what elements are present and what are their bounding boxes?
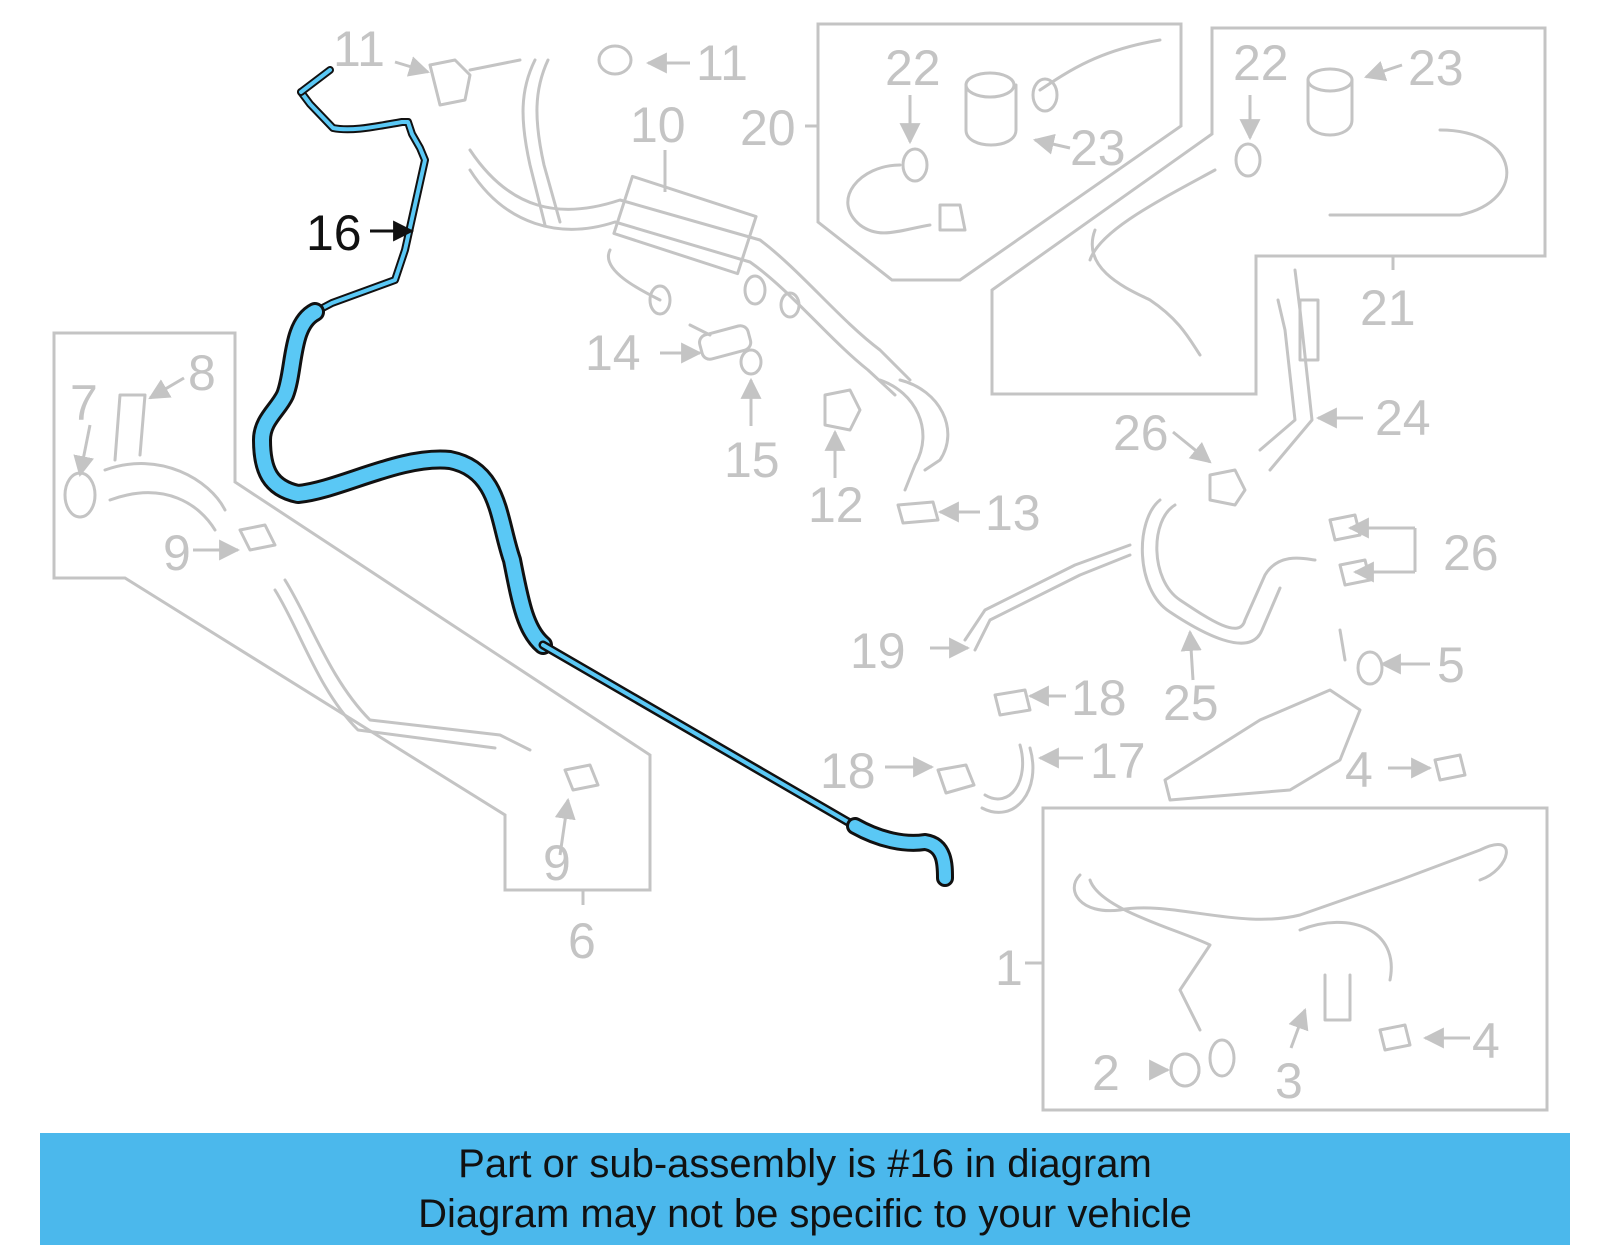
group-box-20 (816, 22, 1183, 282)
part-26-clamp-a (1208, 468, 1247, 507)
part-15-seal (739, 348, 763, 376)
callout-19: 19 (850, 623, 906, 679)
part-18-clamp-b (936, 763, 976, 795)
info-banner: Part or sub-assembly is #16 in diagram D… (40, 1133, 1570, 1245)
callout-4-top: 4 (1345, 742, 1373, 798)
banner-line-1: Part or sub-assembly is #16 in diagram (458, 1142, 1152, 1186)
part-11-clamps (428, 44, 633, 107)
part-10-heater-pipe (468, 58, 950, 492)
callout-5: 5 (1437, 637, 1465, 693)
part-16-coolant-line (252, 66, 954, 887)
callout-21: 21 (1360, 280, 1416, 336)
callout-15: 15 (724, 432, 780, 488)
callout-3: 3 (1275, 1053, 1303, 1109)
group-box-1 (1041, 806, 1549, 1112)
callout-23-left: 23 (1070, 120, 1126, 176)
callout-22-right: 22 (1233, 35, 1289, 91)
callout-11-left: 11 (333, 21, 385, 77)
banner-line-2: Diagram may not be specific to your vehi… (418, 1192, 1192, 1236)
callout-12: 12 (808, 477, 864, 533)
part-19-pipe (963, 543, 1132, 652)
parts-diagram: 11 11 10 20 22 23 22 23 21 16 14 15 12 1… (52, 21, 1549, 1112)
callout-18-right: 18 (1071, 670, 1127, 726)
callout-26-right: 26 (1443, 525, 1499, 581)
callout-26-top: 26 (1113, 405, 1169, 461)
callout-2: 2 (1092, 1045, 1120, 1101)
callout-24: 24 (1375, 390, 1431, 446)
part-4-clamp-a (1433, 753, 1467, 782)
part-13-clamp (896, 500, 940, 525)
part-18-clamp-a (993, 688, 1032, 717)
part-22-23-valve-a (846, 38, 1162, 235)
callout-17: 17 (1090, 733, 1146, 789)
callout-6: 6 (568, 913, 596, 969)
callout-25: 25 (1163, 675, 1219, 731)
part-24-pipe (1258, 268, 1320, 472)
callout-16: 16 (306, 205, 362, 261)
callout-8: 8 (188, 345, 216, 401)
callout-9-left: 9 (163, 525, 191, 581)
group-box-6 (52, 331, 652, 892)
part-12-clamp (823, 388, 862, 432)
callout-14: 14 (585, 325, 641, 381)
part-1-hose-assembly (1072, 843, 1508, 1088)
callout-7: 7 (70, 375, 98, 431)
part-2-seal (1169, 1052, 1201, 1088)
callout-4-bottom: 4 (1472, 1013, 1500, 1069)
callout-20: 20 (740, 100, 796, 156)
group-box-21 (990, 26, 1547, 396)
callout-13: 13 (985, 485, 1041, 541)
callout-22-left: 22 (885, 40, 941, 96)
callout-10: 10 (630, 97, 686, 153)
callout-23-right: 23 (1408, 40, 1464, 96)
part-22-23-valve-b (1088, 67, 1509, 357)
callout-18-left: 18 (820, 743, 876, 799)
callout-11-right: 11 (696, 35, 748, 91)
part-4-clamp-b (1378, 1023, 1412, 1052)
part-25-hose (1140, 498, 1317, 645)
part-26-clamp-b (1328, 513, 1372, 587)
callout-1: 1 (995, 940, 1023, 996)
part-17-hose (980, 743, 1035, 814)
callout-9-bottom: 9 (543, 835, 571, 891)
